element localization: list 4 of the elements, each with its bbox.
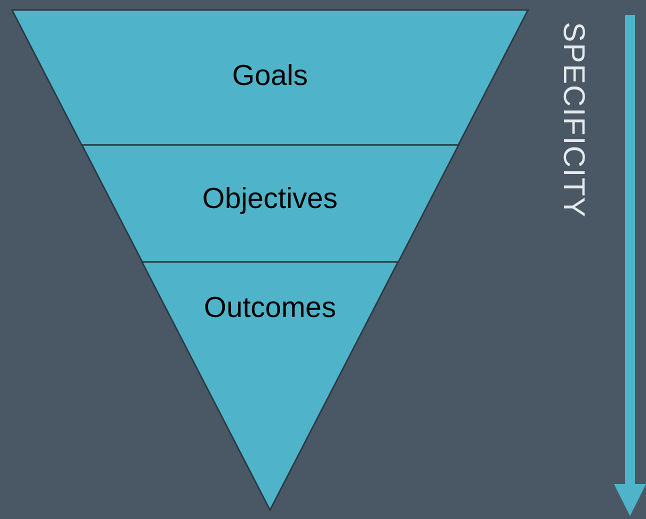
axis-label: SPECIFICITY [556,22,590,218]
band-label: Objectives [201,183,339,216]
band-label: Outcomes [202,292,338,325]
band-label: Goals [231,60,309,93]
